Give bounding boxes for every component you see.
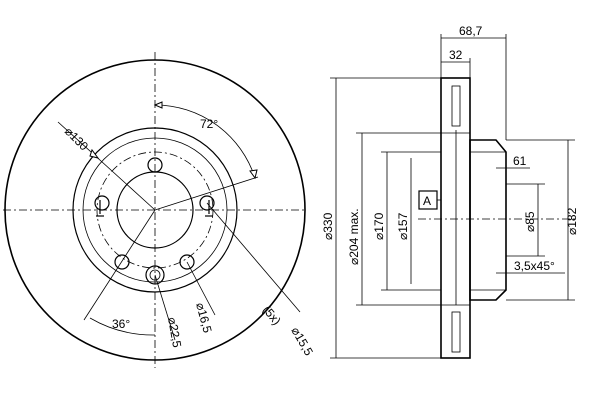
bolt-hole-lower-left xyxy=(114,254,130,270)
dim-170: ⌀170 xyxy=(372,212,386,240)
dim-hole-dia: ⌀15,5 xyxy=(288,325,316,359)
dim-center-bore: ⌀85 xyxy=(523,211,537,232)
leader-130 xyxy=(57,121,156,211)
leader-15-5 xyxy=(206,202,301,313)
dim-hat-dia: ⌀182 xyxy=(565,207,579,235)
dim-hub-height: 61 xyxy=(513,154,527,168)
section-view: 68,7 32 61 3,5x45° A ⌀330 ⌀204 max. ⌀170 xyxy=(321,24,579,359)
dim-max-dia: ⌀204 max. xyxy=(347,208,361,265)
angle-arc-72 xyxy=(154,104,256,179)
leader-16-5 xyxy=(186,261,216,316)
dim-hole-count: (5x) xyxy=(260,303,284,328)
front-view: ⌀130 72° 36° ⌀16,5 ⌀22,5 (5x) ⌀15,5 xyxy=(3,52,316,368)
dim-bolt-angle: 36° xyxy=(112,317,130,331)
dim-157: ⌀157 xyxy=(396,212,410,240)
dim-disc-width: 32 xyxy=(449,48,463,62)
angle-arc-36 xyxy=(89,317,156,336)
leader-22-5 xyxy=(154,274,176,341)
datum-label: A xyxy=(423,194,431,208)
friction-ring-section xyxy=(440,77,471,359)
bolt-hole-top xyxy=(147,157,163,173)
bolt-hole-lower-right xyxy=(179,254,195,270)
dim-hole-circle: ⌀130 xyxy=(62,124,91,153)
dim-pcd-angle: 72° xyxy=(200,117,218,131)
dim-pin-dia: ⌀22,5 xyxy=(165,316,184,349)
bolt-holes xyxy=(94,157,215,285)
pin-hole-bottom xyxy=(145,265,165,285)
dim-outer-dia: ⌀330 xyxy=(321,212,335,240)
vent-slots xyxy=(451,85,461,353)
bolt-hole-upper-left xyxy=(94,195,110,211)
dim-overall-width: 68,7 xyxy=(459,24,483,38)
pin-hole-bottom-inner xyxy=(149,269,161,281)
hat-section xyxy=(469,139,507,301)
dim-bolt-dia: ⌀16,5 xyxy=(193,301,215,334)
dim-chamfer: 3,5x45° xyxy=(514,259,555,273)
locating-pins xyxy=(96,200,213,217)
bolt-hole-upper-right xyxy=(199,195,215,211)
